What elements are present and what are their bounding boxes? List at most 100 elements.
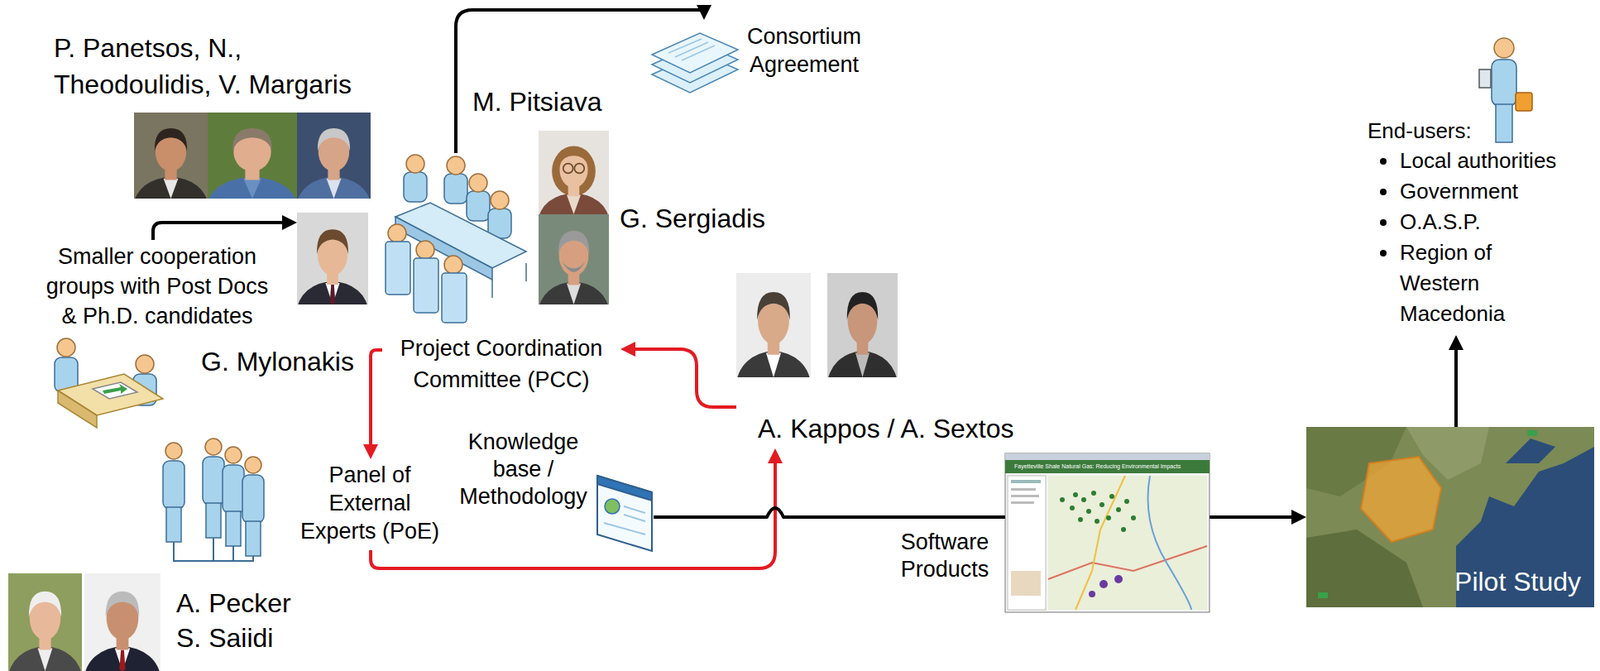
expert-figures-icon — [205, 502, 221, 538]
node-text: Smaller cooperation groups with Post Doc… — [37, 241, 278, 331]
meeting-table-icon — [385, 241, 411, 295]
software-screenshot — [1010, 488, 1036, 491]
connector — [153, 215, 298, 240]
software-screenshot — [1069, 505, 1075, 511]
portrait-photo — [243, 178, 262, 199]
meeting-desk-icon — [57, 390, 97, 428]
portrait-photo — [134, 177, 208, 235]
person-photo-node: G. Mylonakis — [297, 212, 369, 305]
document-stack-icon — [681, 45, 715, 61]
region-map — [1306, 529, 1423, 608]
software-screenshot — [1059, 490, 1136, 532]
portrait-photo — [134, 112, 208, 235]
meeting-table-icon — [446, 156, 465, 175]
portrait-photo — [28, 591, 62, 618]
region-map — [1306, 426, 1595, 608]
end-user-figure — [1495, 104, 1513, 143]
arrowhead — [620, 341, 636, 357]
software-screenshot — [1099, 579, 1108, 589]
portrait-photo — [317, 128, 350, 152]
expert-figures-icon — [222, 464, 245, 513]
portrait-photo — [756, 292, 791, 321]
document-stack-icon — [675, 42, 709, 58]
portrait-photo — [207, 177, 298, 235]
list-bullet — [1379, 158, 1387, 165]
web-page-icon — [597, 475, 652, 551]
end-user-figure — [1479, 38, 1533, 143]
web-page-icon — [603, 522, 646, 535]
software-screenshot — [1109, 493, 1115, 499]
document-stack-icon — [651, 33, 738, 93]
portrait-photo — [561, 260, 586, 273]
software-screenshot — [1124, 498, 1130, 504]
web-page-icon — [623, 506, 646, 513]
connector-line — [370, 461, 776, 569]
list-bullet — [1379, 219, 1387, 226]
label-text: G. Sergiadis — [619, 202, 766, 235]
meeting-table-icon — [525, 263, 527, 282]
list-bullet — [1379, 249, 1387, 257]
portrait-photo — [538, 282, 609, 343]
connector — [620, 341, 737, 408]
region-map — [1360, 456, 1442, 542]
meeting-table-icon — [441, 273, 467, 323]
software-screenshot — [1010, 501, 1035, 504]
portrait-photo — [330, 284, 336, 305]
meeting-table-icon — [413, 258, 439, 313]
software-screenshot — [1114, 574, 1123, 584]
document-stack-icon — [668, 38, 702, 53]
meeting-table-icon — [466, 191, 490, 221]
software-screenshot — [1086, 508, 1092, 514]
software-screenshot — [1005, 459, 1210, 474]
portrait-photo — [558, 230, 590, 255]
portrait-photo — [766, 353, 781, 378]
portrait-photo — [316, 229, 349, 254]
meeting-table-icon — [490, 191, 509, 210]
meeting-table-icon — [469, 173, 488, 192]
label-text: M. Pitsiava — [472, 86, 602, 118]
portrait-photo — [538, 214, 609, 342]
node-text: Project Coordination Committee (PCC) — [389, 332, 614, 396]
document-stack-icon — [651, 33, 738, 73]
meeting-table-icon — [491, 279, 494, 298]
region-map — [1505, 438, 1556, 464]
expert-figures-icon — [162, 438, 264, 561]
region-map — [1306, 426, 1595, 608]
end-user-figure — [1494, 38, 1514, 58]
portrait-photo — [563, 163, 574, 174]
arrowhead — [363, 444, 379, 460]
connector — [1448, 335, 1464, 427]
portrait-photo — [574, 163, 585, 174]
connector-line — [1209, 515, 1294, 519]
software-screenshot — [1106, 515, 1112, 521]
web-page-icon — [597, 475, 652, 551]
portrait-photo — [326, 178, 342, 199]
end-users-node: End-users:Local authoritiesGovernmentO.A… — [1365, 33, 1595, 336]
expert-figures-icon — [162, 460, 185, 509]
software-screenshot — [1094, 518, 1100, 524]
list-item-text: O.A.S.P. — [1399, 206, 1582, 238]
software-screenshot — [1081, 497, 1087, 503]
portrait-photo — [827, 351, 898, 422]
portrait-photo — [207, 112, 298, 235]
software-screenshot — [1059, 497, 1065, 503]
portrait-photo — [855, 353, 870, 378]
meeting-desk-icon — [57, 338, 76, 357]
meeting-table-icon — [444, 173, 468, 204]
software-screenshot — [1005, 453, 1210, 460]
expert-figures-icon — [202, 456, 225, 505]
web-page-icon — [597, 475, 652, 501]
software-screenshot — [1005, 453, 1210, 613]
software-screenshot — [1048, 475, 1208, 610]
portrait-photo — [38, 647, 53, 671]
portrait-photo — [559, 147, 590, 168]
working-group-node: Smaller cooperation groups with Post Doc… — [33, 239, 282, 431]
connector — [653, 507, 1006, 518]
portrait-photo — [232, 128, 273, 152]
node-text: A. Kappos / A. Sextos — [757, 413, 1015, 445]
expert-figures-icon — [245, 521, 261, 556]
connector-line — [1454, 348, 1458, 427]
software-screenshot — [1130, 515, 1136, 521]
arrowhead — [1291, 509, 1307, 525]
expert-figures-icon — [242, 474, 264, 523]
